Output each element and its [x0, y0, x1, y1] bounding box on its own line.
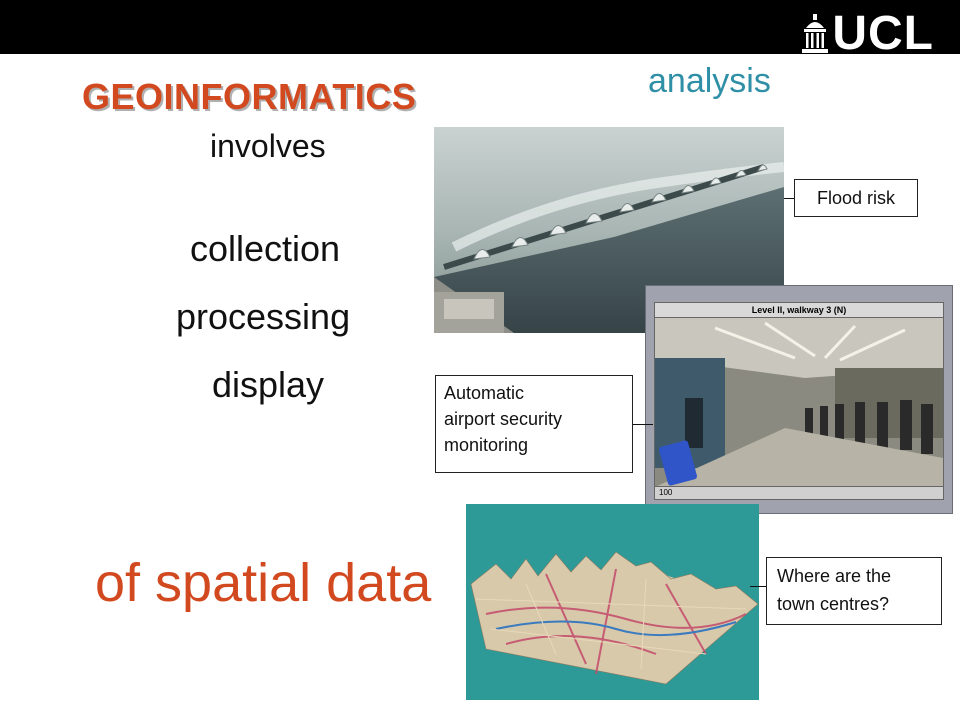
airport-window-frame: Level II, walkway 3 (N) — [654, 302, 944, 500]
item-collection: collection — [190, 228, 341, 269]
airport-cctv-window: Level II, walkway 3 (N) — [645, 285, 953, 514]
airport-callout-line-3: monitoring — [444, 435, 529, 455]
town-callout-line-2: town centres? — [777, 594, 890, 614]
ucl-portico-icon — [802, 14, 829, 53]
item-display: display — [212, 364, 325, 405]
item-processing: processing — [176, 296, 351, 337]
airport-callout-line-1: Automatic — [444, 383, 525, 403]
airport-window-title: Level II, walkway 3 (N) — [655, 303, 943, 318]
involves-label: involves — [210, 128, 326, 164]
analysis-label: analysis — [648, 62, 771, 100]
airport-security-callout: Automatic airport security monitoring — [435, 375, 633, 473]
thames-barrier-photo — [434, 127, 784, 333]
slide-title: GEOINFORMATICS — [82, 76, 417, 117]
ucl-logo: UCL — [802, 7, 934, 60]
town-callout-line-1: Where are the — [777, 566, 892, 586]
spatial-data-tagline: of spatial data — [95, 553, 432, 613]
airport-concourse-image — [655, 318, 943, 487]
airport-window-status: 100 — [655, 486, 943, 499]
town-connector — [750, 586, 766, 587]
flood-connector — [784, 198, 794, 199]
flood-risk-callout: Flood risk — [794, 179, 918, 217]
logo-text: UCL — [832, 7, 934, 60]
airport-connector — [633, 424, 653, 425]
terrain-3d-map — [466, 504, 759, 700]
header-bar — [0, 0, 960, 54]
town-centres-callout: Where are the town centres? — [766, 557, 942, 625]
airport-callout-line-2: airport security — [444, 409, 563, 429]
